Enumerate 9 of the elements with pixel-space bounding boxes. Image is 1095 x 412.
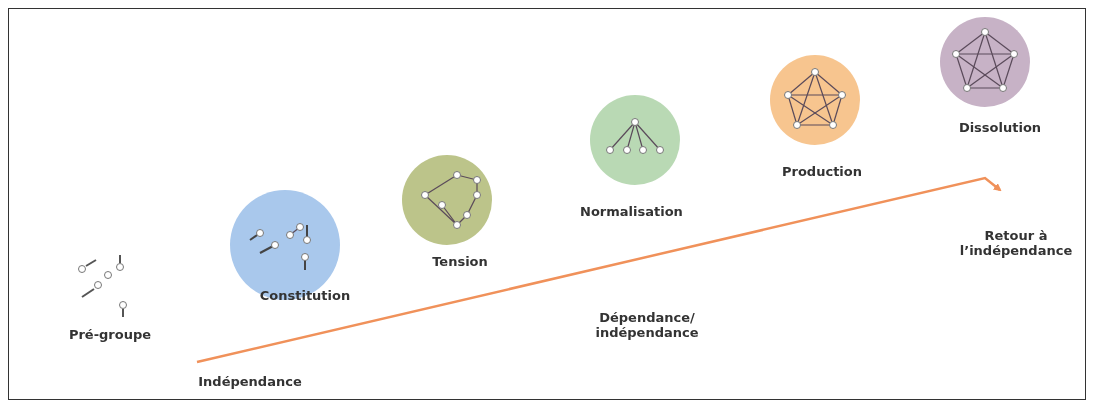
stage-label: Production bbox=[781, 164, 863, 179]
axis-label: Retour à l’indépendance bbox=[958, 228, 1074, 258]
axis-label: Dépendance/ indépendance bbox=[594, 310, 700, 340]
stage-label: Normalisation bbox=[580, 204, 680, 219]
stage-label: Dissolution bbox=[957, 120, 1043, 135]
stage-label: Pré-groupe bbox=[67, 327, 153, 342]
stage-label: Constitution bbox=[258, 288, 352, 303]
axis-label: Indépendance bbox=[197, 374, 303, 389]
stage-label: Tension bbox=[431, 254, 489, 269]
